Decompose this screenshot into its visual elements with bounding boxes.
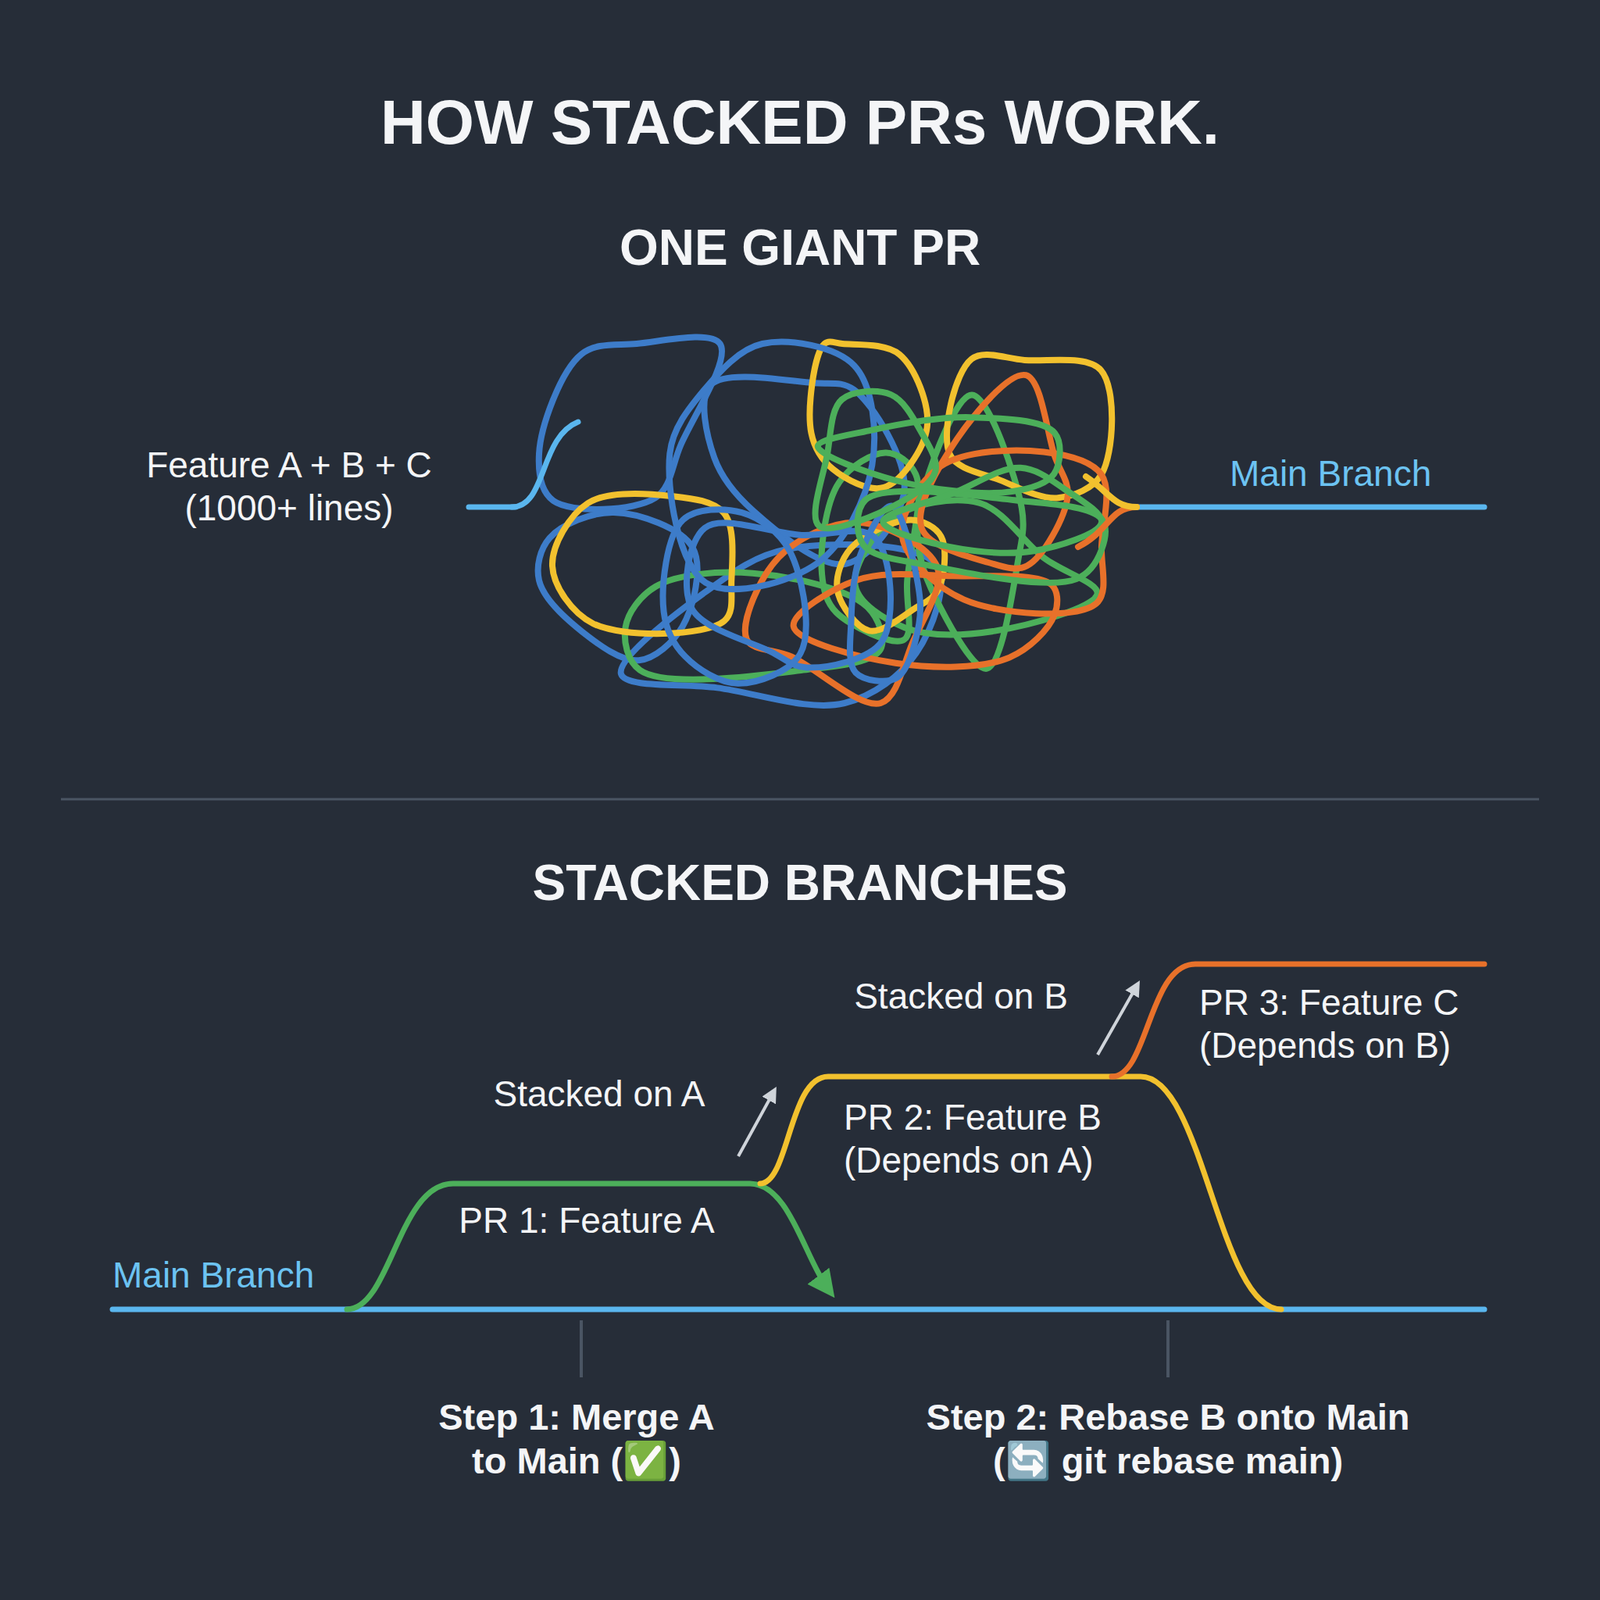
- tangle-exit: [1085, 476, 1137, 508]
- pr-label: PR 3: Feature C (Depends on B): [1199, 981, 1497, 1068]
- tangle-strand: [817, 417, 1061, 493]
- tangle-strand: [793, 574, 1058, 668]
- separator: [60, 798, 1540, 801]
- step-label: Step 2: Rebase B onto Main (🔄 git rebase…: [902, 1395, 1434, 1484]
- stack-arrow: [738, 1092, 774, 1157]
- tangle-strand: [663, 509, 807, 684]
- stack-note: Stacked on A: [492, 1072, 705, 1116]
- tangle-strand: [539, 336, 722, 510]
- section-heading: STACKED BRANCHES: [532, 853, 1068, 914]
- main-branch-stub: [468, 504, 516, 511]
- tangle-entry: [511, 421, 579, 508]
- step-tick: [1166, 1320, 1170, 1378]
- page-title: HOW STACKED PRs WORK.: [380, 85, 1220, 161]
- branch-label: Main Branch: [112, 1253, 315, 1297]
- pr-label: PR 1: Feature A: [458, 1199, 715, 1243]
- stack-arrow: [1097, 985, 1137, 1055]
- stack-note: Stacked on B: [853, 975, 1068, 1018]
- tangle-strand: [882, 467, 1102, 554]
- tangle-strand: [552, 493, 733, 634]
- branch-label: Main Branch: [1229, 452, 1432, 496]
- pr-label: Feature A + B + C (1000+ lines): [125, 443, 454, 530]
- step-label: Step 1: Merge A to Main (✅): [420, 1395, 733, 1484]
- section-heading: ONE GIANT PR: [619, 217, 981, 279]
- pr-label: PR 2: Feature B (Depends on A): [843, 1096, 1141, 1183]
- tangle-illustration: [538, 336, 1113, 705]
- branch-b: [760, 1076, 1282, 1310]
- branch-a: [346, 1183, 829, 1310]
- tangle-exit: [1078, 507, 1137, 547]
- step-tick: [579, 1320, 583, 1378]
- main-branch-line: [1132, 504, 1485, 511]
